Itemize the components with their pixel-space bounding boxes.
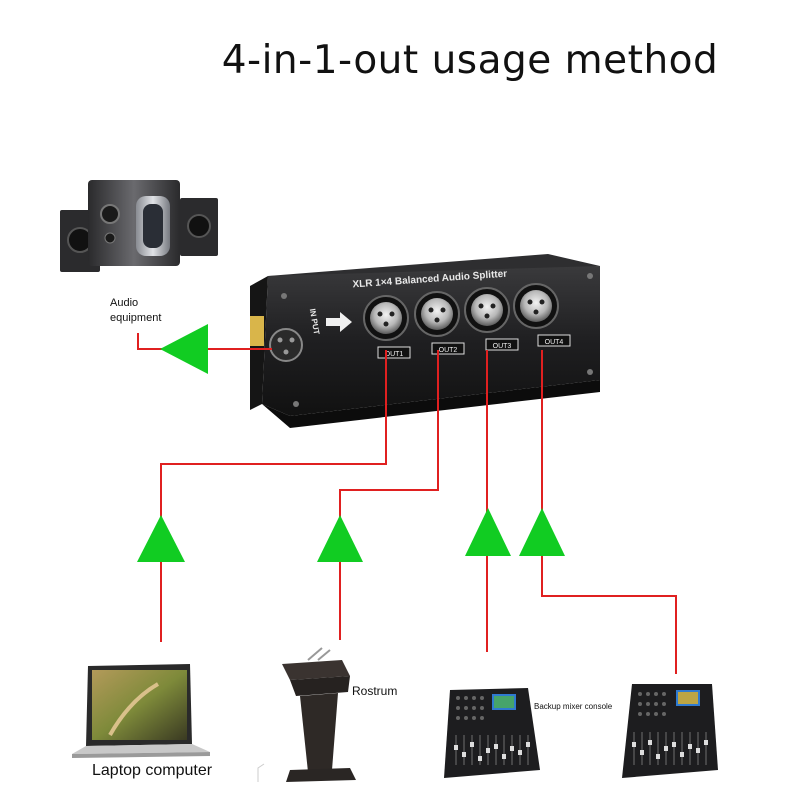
arrow-from-rostrum <box>317 515 363 562</box>
signal-wires <box>137 333 677 674</box>
speaker-system-icon <box>60 180 218 272</box>
output-connector-3 <box>464 287 510 333</box>
wire-out4 <box>541 350 677 674</box>
output-label-3: OUT3 <box>493 343 512 350</box>
mixer-console-icon <box>622 684 718 778</box>
output-label-1: OUT1 <box>385 351 404 358</box>
laptop-icon <box>72 664 210 758</box>
output-label-4: OUT4 <box>545 339 564 346</box>
rostrum-icon <box>257 647 356 782</box>
diagram-title: 4-in-1-out usage method <box>221 38 719 83</box>
mixer-console-icon <box>444 688 540 778</box>
output-connector-4 <box>513 283 559 329</box>
arrow-to-audio-equipment <box>160 324 208 374</box>
signal-arrows <box>137 324 565 562</box>
wire-out2 <box>339 350 439 640</box>
backup-mixer-label: Backup mixer console <box>534 702 613 711</box>
audio-splitter-device: XLR 1×4 Balanced Audio Splitter IN PUT O… <box>250 254 600 428</box>
laptop-label: Laptop computer <box>92 762 213 779</box>
arrow-from-laptop <box>137 515 185 562</box>
rostrum-label: Rostrum <box>352 684 398 698</box>
output-connector-2 <box>414 291 460 337</box>
wire-input <box>137 333 272 350</box>
audio-equipment-label: Audio equipment <box>110 297 162 324</box>
arrow-from-mixer-2 <box>519 508 565 556</box>
output-connector-1 <box>363 295 409 341</box>
output-label-2: OUT2 <box>439 347 458 354</box>
arrow-from-mixer-1 <box>465 508 511 556</box>
